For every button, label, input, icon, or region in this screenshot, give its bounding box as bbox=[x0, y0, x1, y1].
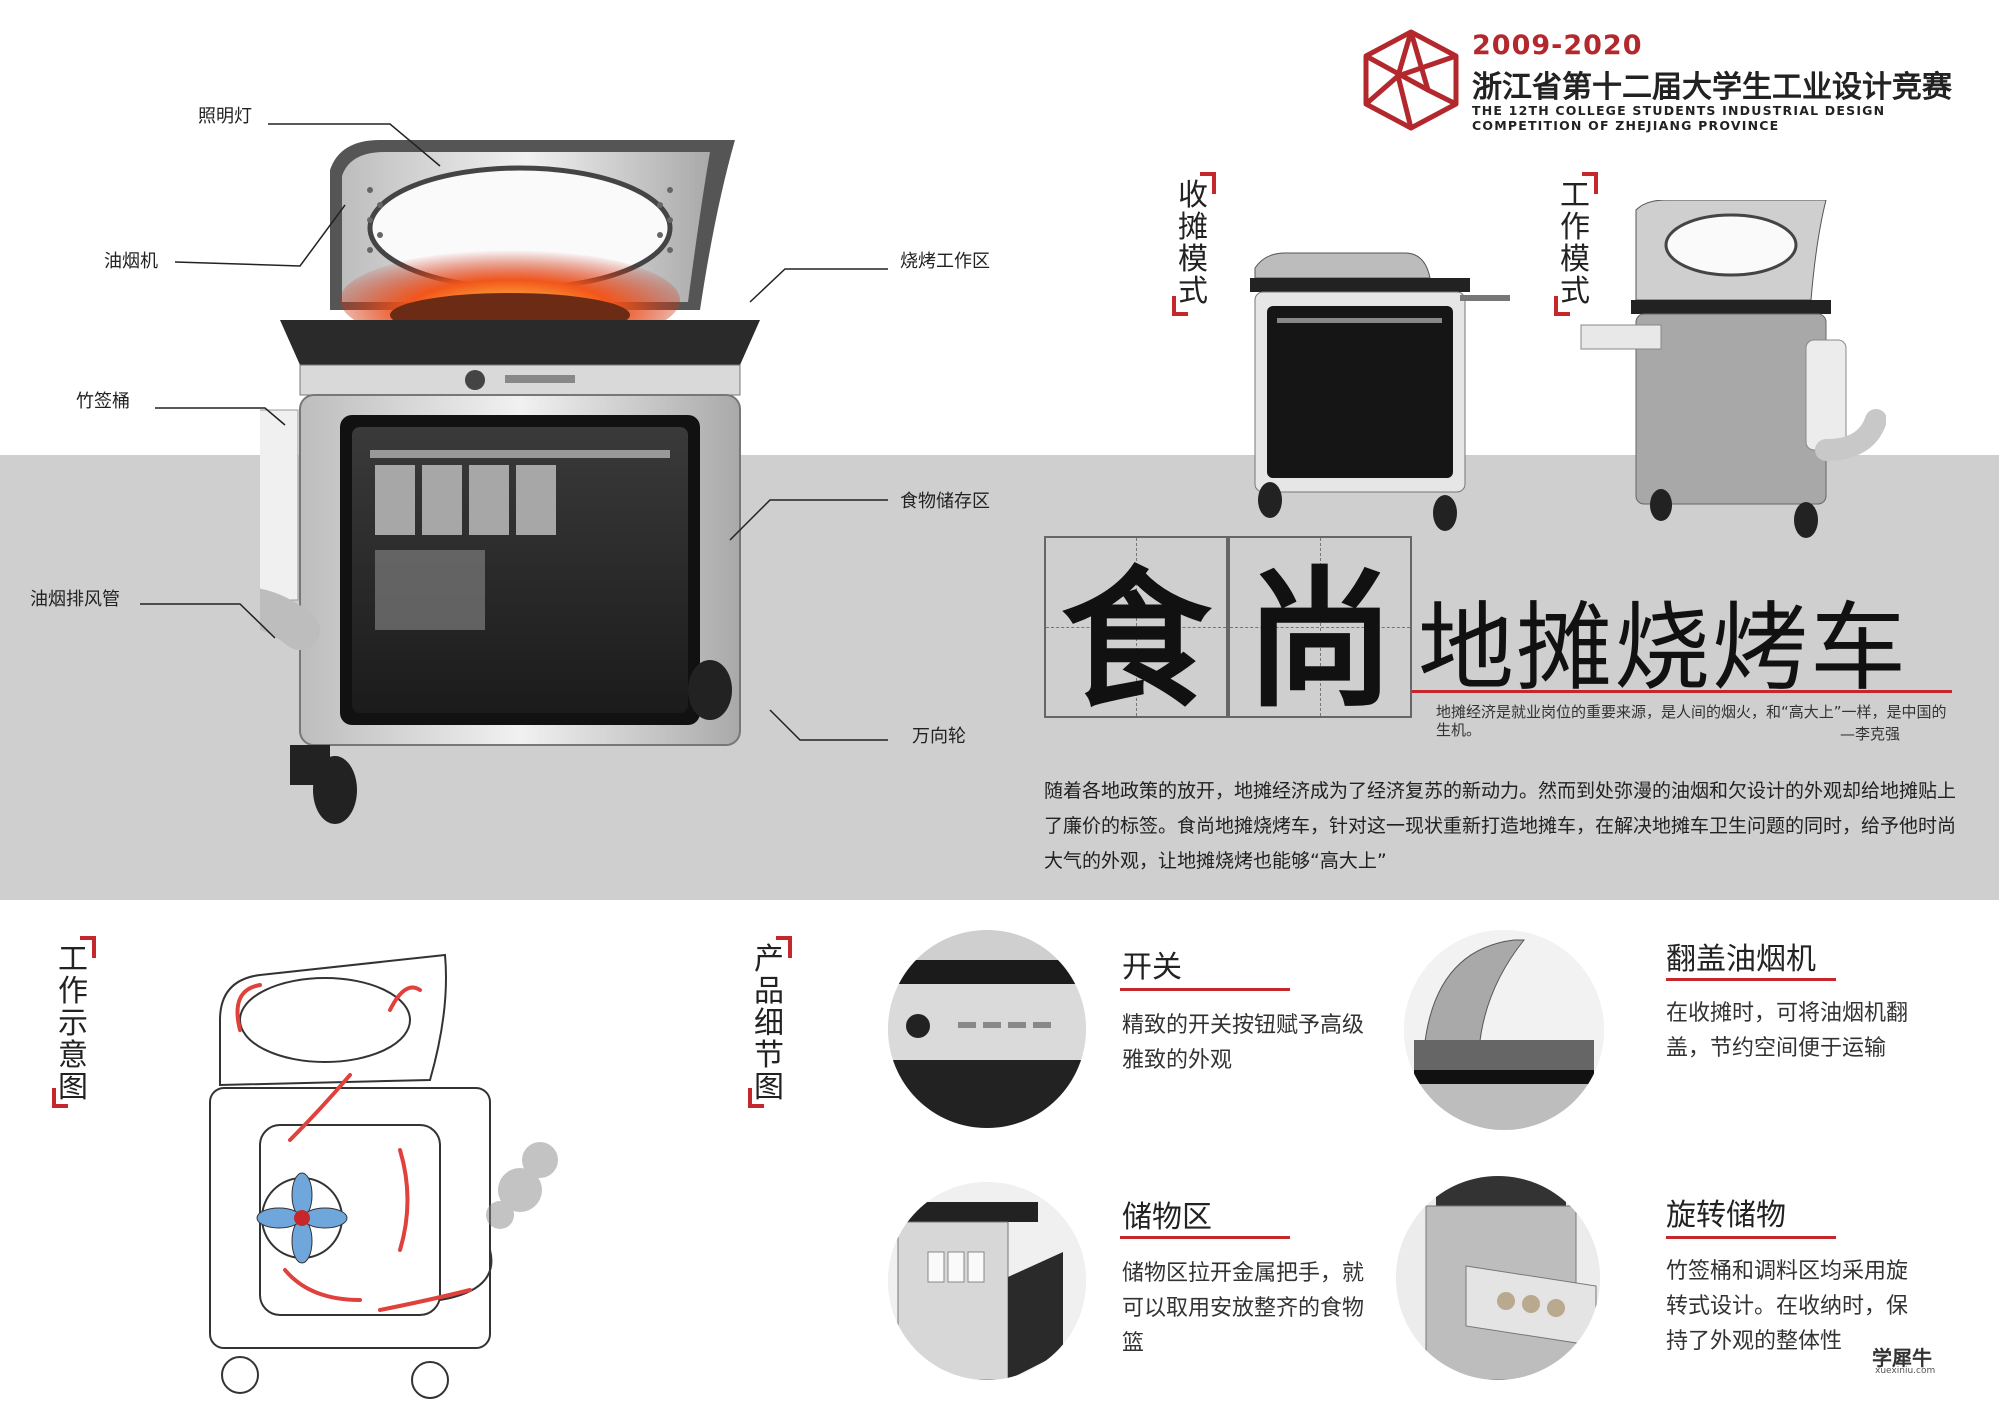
feature-1-underline bbox=[1120, 988, 1290, 991]
feature-2-title: 翻盖油烟机 bbox=[1666, 942, 1816, 977]
quote-text: 地摊经济是就业岗位的重要来源，是人间的烟火，和“高大上”一样，是中国的生机。 bbox=[1436, 703, 1947, 739]
section-details-bracket-top bbox=[776, 936, 792, 958]
mode-working-bracket-top bbox=[1582, 172, 1598, 194]
feature-4-text: 竹签桶和调料区均采用旋转式设计。在收纳时，保持了外观的整体性 bbox=[1666, 1259, 1909, 1354]
feature-switch-image bbox=[888, 930, 1086, 1128]
bbq-cart-folded-render bbox=[1250, 252, 1510, 531]
mode-folded-label: 收摊模式 bbox=[1178, 178, 1208, 309]
feature-2-text: 在收摊时，可将油烟机翻盖，节约空间便于运输 bbox=[1666, 1001, 1909, 1061]
callout-caster: 万向轮 bbox=[912, 726, 966, 747]
callout-grill-area: 烧烤工作区 bbox=[900, 251, 990, 272]
feature-1-title: 开关 bbox=[1122, 950, 1182, 985]
title-char-box-1: 食 bbox=[1044, 536, 1228, 728]
section-diagram-bracket-bottom bbox=[52, 1088, 68, 1108]
feature-4-title: 旋转储物 bbox=[1666, 1198, 1786, 1233]
title-main: 地摊烧烤车 bbox=[1418, 592, 1908, 704]
watermark-site: xuexiniu.com bbox=[1875, 1366, 1936, 1376]
competition-years: 2009-2020 bbox=[1472, 30, 1643, 61]
product-description: 随着各地政策的放开，地摊经济成为了经济复苏的新动力。然而到处弥漫的油烟和欠设计的… bbox=[1044, 780, 1957, 872]
callout-lighting: 照明灯 bbox=[198, 106, 252, 127]
feature-3-text: 储物区拉开金属把手，就可以取用安放整齐的食物篮 bbox=[1122, 1261, 1365, 1356]
callout-exhaust-pipe: 油烟排风管 bbox=[30, 589, 120, 610]
bbq-cart-main-render bbox=[260, 140, 760, 824]
section-details-heading: 产品细节图 bbox=[754, 942, 784, 1105]
competition-name-en-1: THE 12TH COLLEGE STUDENTS INDUSTRIAL DES… bbox=[1472, 103, 1886, 118]
title-char-1: 食 bbox=[1060, 551, 1211, 728]
mode-working-bracket-bottom bbox=[1554, 296, 1570, 316]
mode-working-label: 工作模式 bbox=[1560, 178, 1590, 309]
mode-folded-bracket-bottom bbox=[1172, 296, 1188, 316]
watermark-logo: 学犀牛 bbox=[1872, 1346, 1932, 1370]
feature-storage-image bbox=[888, 1182, 1086, 1380]
feature-3-underline bbox=[1120, 1236, 1290, 1239]
callout-skewer-bucket: 竹签桶 bbox=[76, 391, 130, 412]
section-diagram-bracket-top bbox=[80, 936, 96, 958]
mode-folded-bracket-top bbox=[1200, 172, 1216, 194]
competition-name-en-2: COMPETITION OF ZHEJIANG PROVINCE bbox=[1472, 118, 1780, 133]
section-details-bracket-bottom bbox=[748, 1088, 764, 1108]
competition-name-cn: 浙江省第十二届大学生工业设计竞赛 bbox=[1472, 70, 1952, 105]
quote-author: —李克强 bbox=[1840, 725, 1901, 743]
feature-flip-hood-image bbox=[1404, 930, 1604, 1130]
feature-3-title: 储物区 bbox=[1122, 1200, 1212, 1235]
competition-logo-icon bbox=[1363, 29, 1459, 131]
bbq-cart-working-render bbox=[1580, 200, 1886, 538]
title-char-box-2: 尚 bbox=[1228, 536, 1412, 728]
title-char-2: 尚 bbox=[1244, 551, 1395, 728]
section-diagram-heading: 工作示意图 bbox=[58, 942, 88, 1105]
callout-hood: 油烟机 bbox=[104, 251, 158, 272]
title-underline bbox=[1412, 690, 1952, 693]
working-diagram-sketch bbox=[209, 953, 558, 1399]
feature-4-underline bbox=[1666, 1236, 1836, 1239]
callout-food-storage: 食物储存区 bbox=[900, 491, 990, 512]
feature-2-underline bbox=[1666, 978, 1836, 981]
feature-1-text: 精致的开关按钮赋予高级雅致的外观 bbox=[1122, 1013, 1365, 1073]
feature-rotating-storage-image bbox=[1396, 1176, 1600, 1380]
